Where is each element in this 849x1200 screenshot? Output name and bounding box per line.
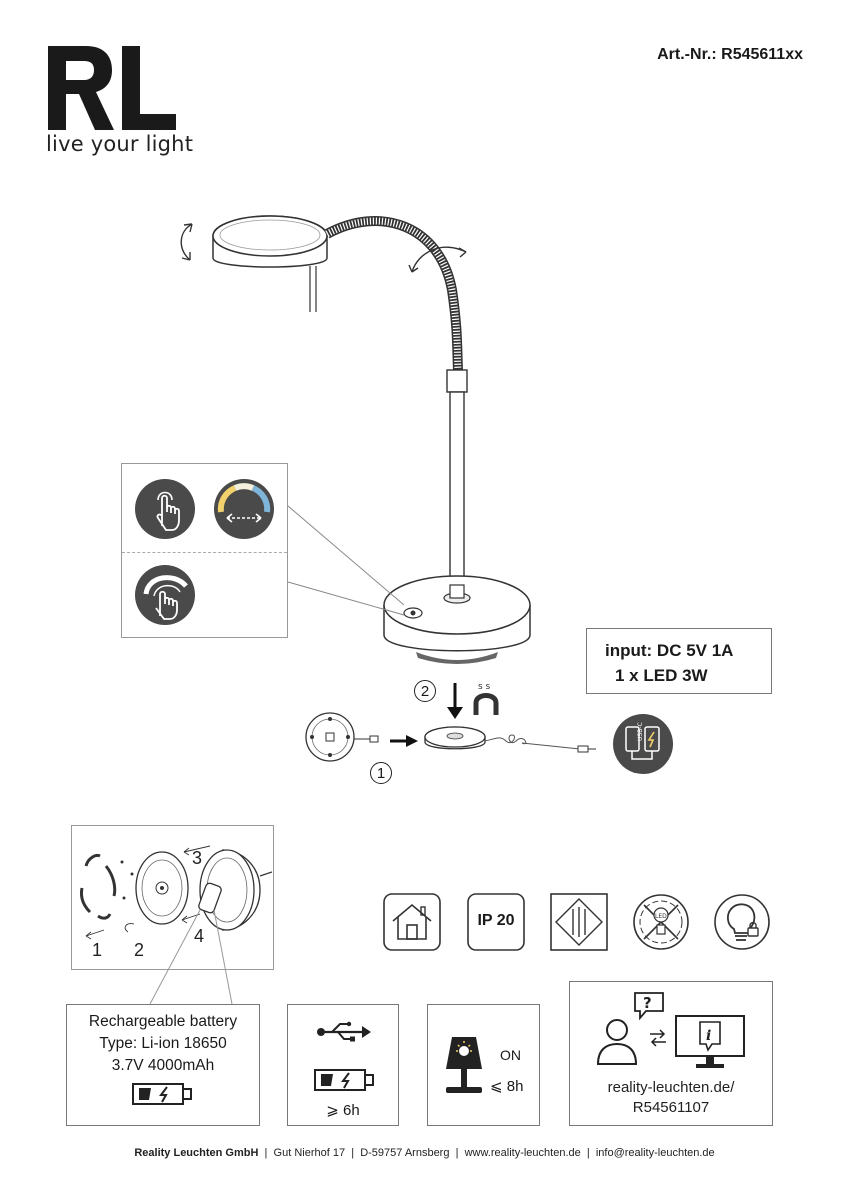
footer-sep-3: | <box>455 1147 459 1159</box>
footer-street: Gut Nierhof 17 <box>273 1147 346 1159</box>
question-bubble-icon: ? <box>634 992 664 1020</box>
article-number: Art.-Nr.: R545611xx <box>657 46 803 64</box>
battery-type: Type: Li-ion 18650 <box>99 1035 227 1052</box>
ip20-icon: IP 20 <box>467 893 525 951</box>
locked-led-bulb-icon <box>714 894 770 950</box>
touch-callout-lines <box>287 505 405 616</box>
svg-text:?: ? <box>643 994 652 1012</box>
battery-charging-icon <box>132 1083 192 1105</box>
led-spec: 1 x LED 3W <box>615 666 708 685</box>
user-icon <box>596 1019 638 1065</box>
product-code: R54561107 <box>632 1099 710 1116</box>
battery-title: Rechargeable battery <box>88 1013 238 1030</box>
no-replaceable-led-icon: LED <box>633 894 689 950</box>
color-temperature-icon <box>214 479 274 539</box>
long-press-dim-icon <box>135 565 195 625</box>
assembly-step-1: 1 <box>92 940 103 960</box>
runtime-time: ⩽ 8h <box>490 1078 524 1095</box>
charging-diagram: s s <box>305 682 596 762</box>
ip-rating: IP 20 <box>477 912 515 929</box>
svg-text:i: i <box>706 1028 711 1044</box>
panel-divider <box>122 552 287 553</box>
battery-charge-icon <box>314 1069 374 1091</box>
step-1-badge: 1 <box>370 762 392 784</box>
touch-functions-panel <box>121 463 288 638</box>
info-website-box: ? i reality-leuchten.de/ R54561107 <box>569 981 773 1126</box>
input-spec: input: DC 5V 1A <box>605 641 734 660</box>
svg-text:LED: LED <box>655 913 667 920</box>
usb-charge-box: ⩾ 6h <box>287 1004 399 1126</box>
footer: Reality Leuchten GmbH | Gut Nierhof 17 |… <box>0 1147 849 1159</box>
tap-touch-icon <box>135 479 195 539</box>
rl-logo <box>48 46 176 130</box>
battery-assembly-diagram: 1 2 3 4 <box>71 825 274 970</box>
article-label: Art.-Nr.: <box>657 46 717 63</box>
svg-text:s s: s s <box>478 682 491 692</box>
battery-info-box: Rechargeable battery Type: Li-ion 18650 … <box>66 1004 260 1126</box>
assembly-step-3: 3 <box>192 848 203 868</box>
info-url: reality-leuchten.de/ R54561107 <box>570 1078 772 1118</box>
footer-web-link[interactable]: www.reality-leuchten.de <box>464 1147 581 1159</box>
monitor-info-icon: i <box>675 1015 745 1068</box>
footer-company: Reality Leuchten GmbH <box>134 1147 259 1159</box>
footer-city: D-59757 Arnsberg <box>360 1147 450 1159</box>
runtime-box: ON ⩽ 8h <box>427 1004 540 1126</box>
battery-callout-lines <box>149 909 233 1005</box>
footer-email-link[interactable]: info@reality-leuchten.de <box>595 1147 715 1159</box>
runtime-on-label: ON <box>500 1047 521 1063</box>
footer-sep-2: | <box>351 1147 355 1159</box>
footer-sep-4: | <box>586 1147 590 1159</box>
step-2-badge: 2 <box>414 680 436 702</box>
assembly-step-4: 4 <box>194 926 205 946</box>
charge-time: ⩾ 6h <box>326 1102 360 1119</box>
website-url[interactable]: reality-leuchten.de/ <box>607 1079 735 1096</box>
brand-tagline: live your light <box>46 132 194 156</box>
usb-c-charger-icon: USB-C <box>613 714 673 774</box>
usb-icon <box>317 1021 371 1042</box>
assembly-step-2: 2 <box>134 940 145 960</box>
battery-capacity: 3.7V 4000mAh <box>111 1057 215 1074</box>
indoor-use-icon <box>383 893 441 951</box>
article-value: R545611xx <box>721 46 803 63</box>
lamp-on-icon <box>446 1037 482 1093</box>
protection-class-icon <box>550 893 608 951</box>
footer-sep-1: | <box>264 1147 268 1159</box>
lamp-illustration <box>180 215 531 664</box>
assembly-drawing <box>80 845 272 940</box>
specs-box: input: DC 5V 1A 1 x LED 3W <box>586 628 772 694</box>
exchange-arrows-icon <box>650 1029 666 1047</box>
svg-text:USB-C: USB-C <box>637 722 644 741</box>
